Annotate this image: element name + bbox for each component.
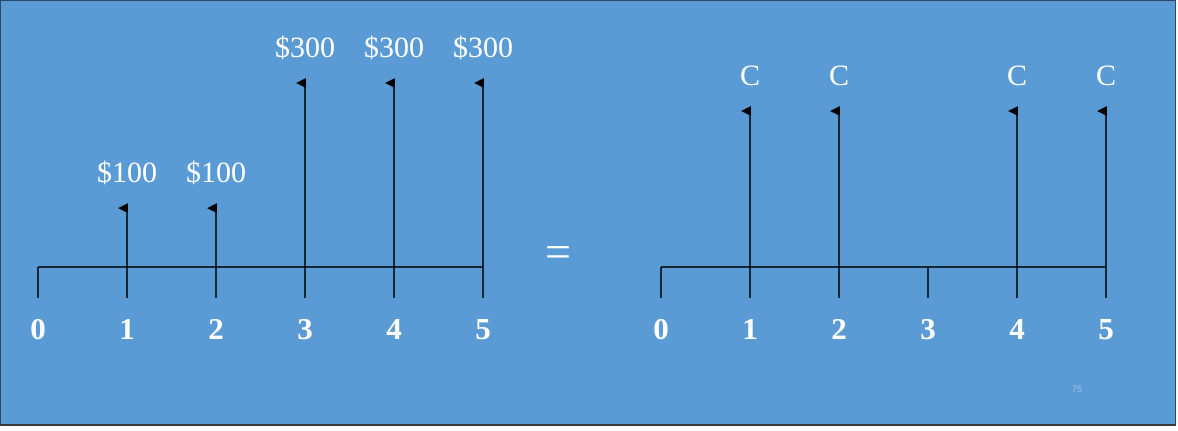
- left-tick-label-5: 5: [475, 311, 491, 346]
- left-tick-label-4: 4: [386, 311, 402, 346]
- right-tick-label-0: 0: [653, 311, 669, 346]
- left-tick-label-2: 2: [208, 311, 224, 346]
- right-cash-flow-label-2: C: [829, 59, 849, 92]
- left-cash-flow-label-5: $300: [453, 31, 513, 64]
- right-tick-label-3: 3: [920, 311, 936, 346]
- right-tick-label-2: 2: [831, 311, 847, 346]
- left-tick-label-3: 3: [297, 311, 313, 346]
- right-tick-label-1: 1: [742, 311, 758, 346]
- left-cash-flow-label-1: $100: [97, 156, 157, 189]
- left-tick-label-1: 1: [119, 311, 135, 346]
- equals-sign: =: [545, 226, 571, 277]
- right-timeline: 0 1 2 3 4 5 C C C C: [653, 59, 1116, 346]
- page-number: 75: [1072, 384, 1082, 394]
- left-tick-label-0: 0: [30, 311, 46, 346]
- right-tick-label-4: 4: [1009, 311, 1025, 346]
- right-cash-flow-label-1: C: [740, 59, 760, 92]
- left-cash-flow-label-3: $300: [275, 31, 335, 64]
- left-cash-flow-label-4: $300: [364, 31, 424, 64]
- left-timeline: 0 1 2 3 4 5 $100 $100 $300 $300 $300: [30, 31, 513, 346]
- right-cash-flow-label-4: C: [1007, 59, 1027, 92]
- right-cash-flow-label-5: C: [1096, 59, 1116, 92]
- left-cash-flow-label-2: $100: [186, 156, 246, 189]
- right-tick-label-5: 5: [1098, 311, 1114, 346]
